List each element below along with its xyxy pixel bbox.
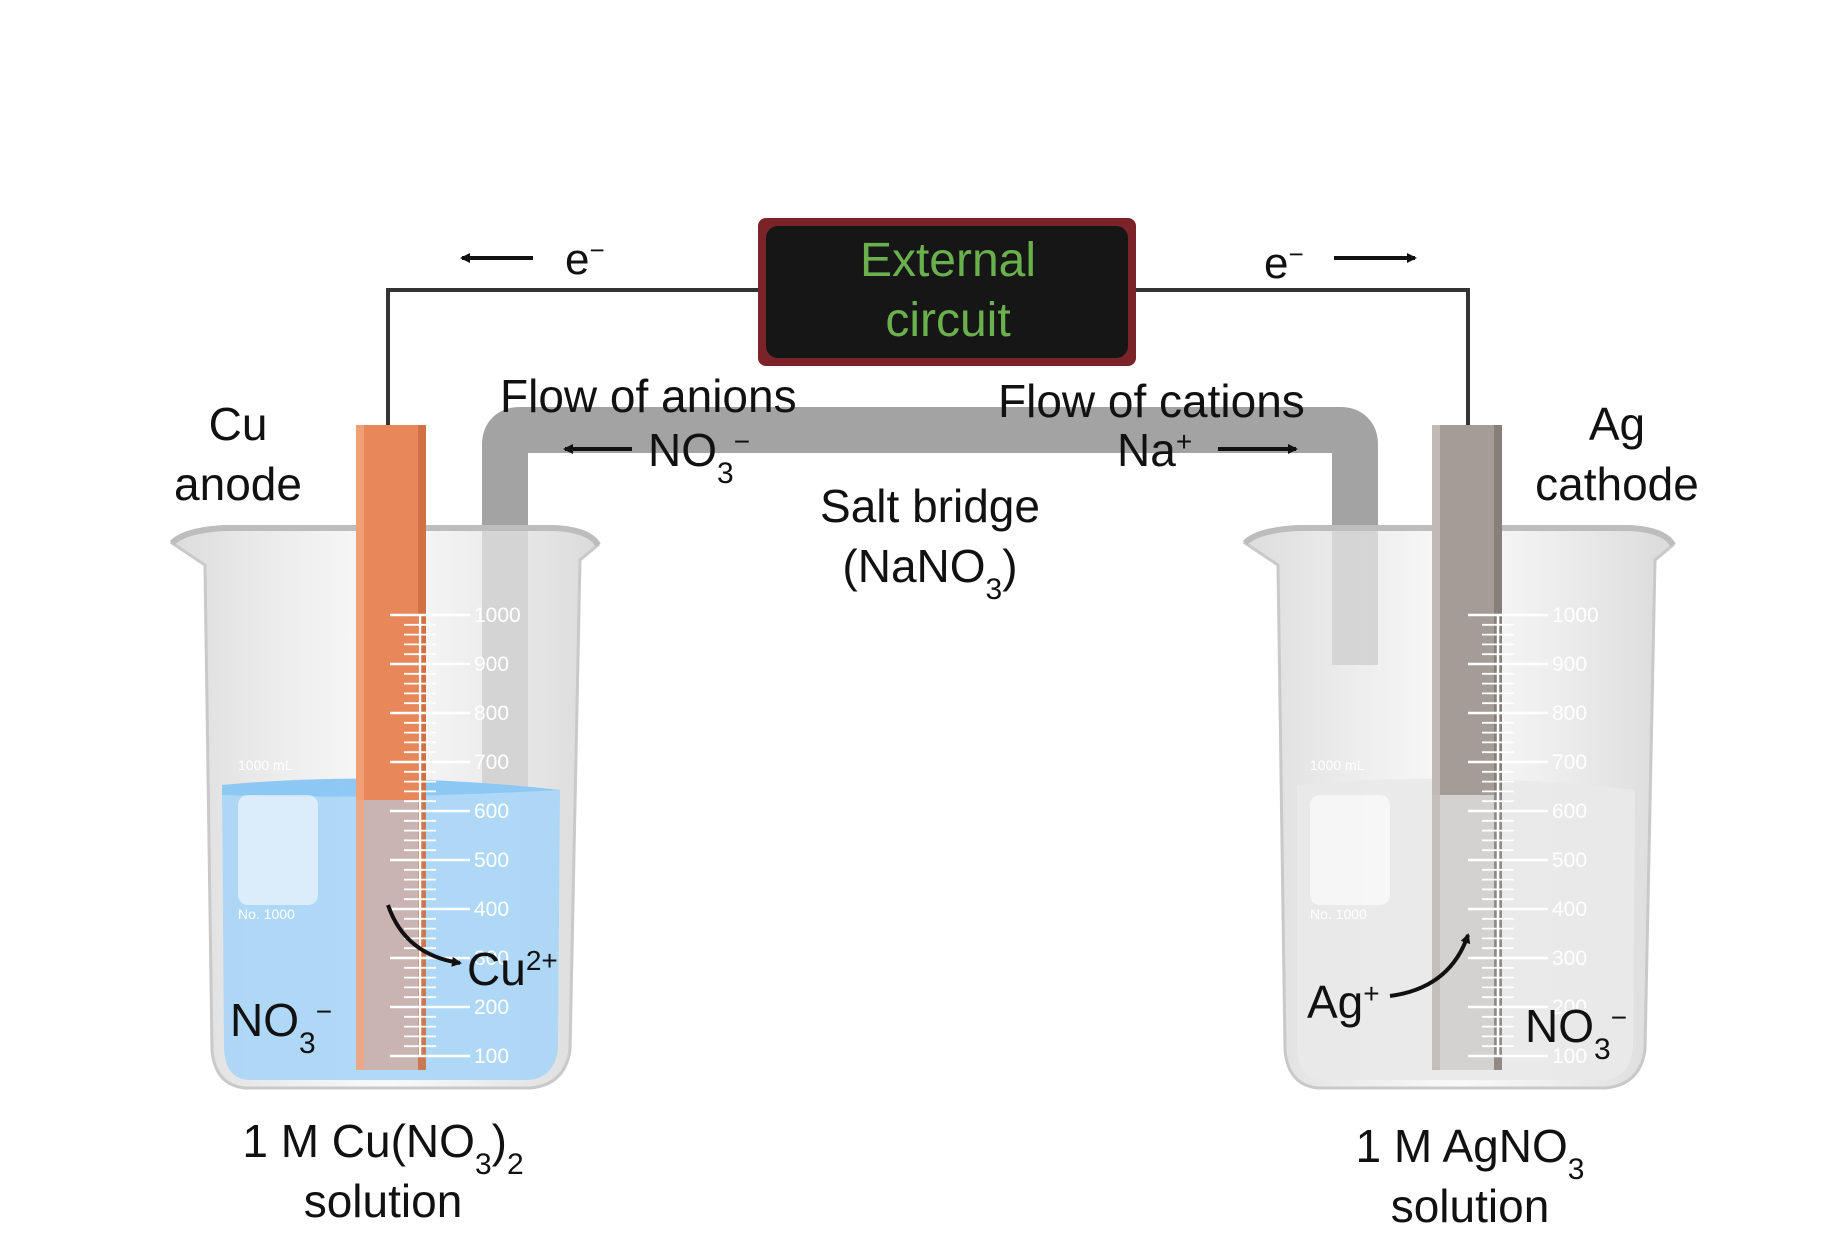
left-scale-tick-label: 600 <box>474 800 509 823</box>
right-scale-tick-label: 500 <box>1552 849 1587 872</box>
right-beaker-model: No. 1000 <box>1310 906 1367 922</box>
external-circuit-label-line1: External <box>860 234 1036 287</box>
left-electrode-name: Cu <box>209 398 268 450</box>
left-scale-tick-label: 300 <box>474 947 509 970</box>
right-solution-label-line2: solution <box>1391 1180 1550 1232</box>
copper-electrode <box>356 425 426 1070</box>
right-graduation-scale: 1000 900 800 700 600 500 400 300 200 100 <box>1468 604 1599 1068</box>
right-scale-tick-label: 100 <box>1552 1045 1587 1068</box>
left-anion-label: NO3− <box>230 994 332 1060</box>
left-scale-tick-label: 900 <box>474 653 509 676</box>
right-anion-label: NO3− <box>1525 1000 1627 1066</box>
left-solution-label-line1: 1 M Cu(NO3)2 <box>242 1115 523 1181</box>
left-solution-label-line2: solution <box>304 1175 463 1227</box>
external-circuit-label-line2: circuit <box>885 294 1010 347</box>
right-scale-tick-label: 1000 <box>1552 604 1599 627</box>
left-beaker: 1000 mL No. 1000 <box>169 525 601 1090</box>
right-beaker: 1000 mL No. 1000 <box>1242 525 1676 1090</box>
left-scale-tick-label: 1000 <box>474 604 521 627</box>
salt-bridge-title: Salt bridge <box>820 480 1040 532</box>
left-beaker-model: No. 1000 <box>238 906 295 922</box>
left-beaker-capacity: 1000 mL <box>238 757 293 773</box>
cation-flow-heading: Flow of cations <box>998 375 1305 427</box>
right-electrode-role: cathode <box>1535 458 1699 510</box>
salt-bridge-anion: NO3− <box>648 424 750 490</box>
left-graduation-scale: 1000 900 800 700 600 500 400 300 200 100 <box>390 604 521 1068</box>
salt-bridge-cation: Na+ <box>1117 424 1192 476</box>
right-scale-tick-label: 700 <box>1552 751 1587 774</box>
salt-bridge-formula: (NaNO3) <box>842 540 1017 606</box>
right-beaker-capacity: 1000 mL <box>1310 757 1365 773</box>
left-scale-tick-label: 700 <box>474 751 509 774</box>
right-scale-tick-label: 900 <box>1552 653 1587 676</box>
right-solution-label-line1: 1 M AgNO3 <box>1356 1120 1585 1186</box>
right-scale-tick-label: 400 <box>1552 898 1587 921</box>
left-cation-label: Cu2+ <box>467 943 558 995</box>
anode-oxidation-arrow <box>386 904 462 967</box>
left-scale-tick-label: 400 <box>474 898 509 921</box>
left-scale-tick-label: 800 <box>474 702 509 725</box>
right-scale-tick-label: 600 <box>1552 800 1587 823</box>
right-scale-tick-label: 200 <box>1552 996 1587 1019</box>
cathode-reduction-arrow <box>1389 933 1471 998</box>
left-scale-tick-label: 100 <box>474 1045 509 1068</box>
salt-bridge-tube <box>482 407 1378 790</box>
electron-label-left: e− <box>565 235 605 284</box>
left-scale-tick-label: 500 <box>474 849 509 872</box>
external-circuit-box: External circuit <box>758 218 1136 366</box>
right-cation-label: Ag+ <box>1307 976 1380 1028</box>
external-wire <box>386 288 1470 428</box>
left-scale-tick-label: 200 <box>474 996 509 1019</box>
anion-flow-heading: Flow of anions <box>500 370 797 422</box>
right-electrode-name: Ag <box>1589 398 1645 450</box>
right-scale-tick-label: 300 <box>1552 947 1587 970</box>
electron-label-right: e− <box>1264 239 1304 288</box>
left-electrode-role: anode <box>174 458 302 510</box>
right-scale-tick-label: 800 <box>1552 702 1587 725</box>
